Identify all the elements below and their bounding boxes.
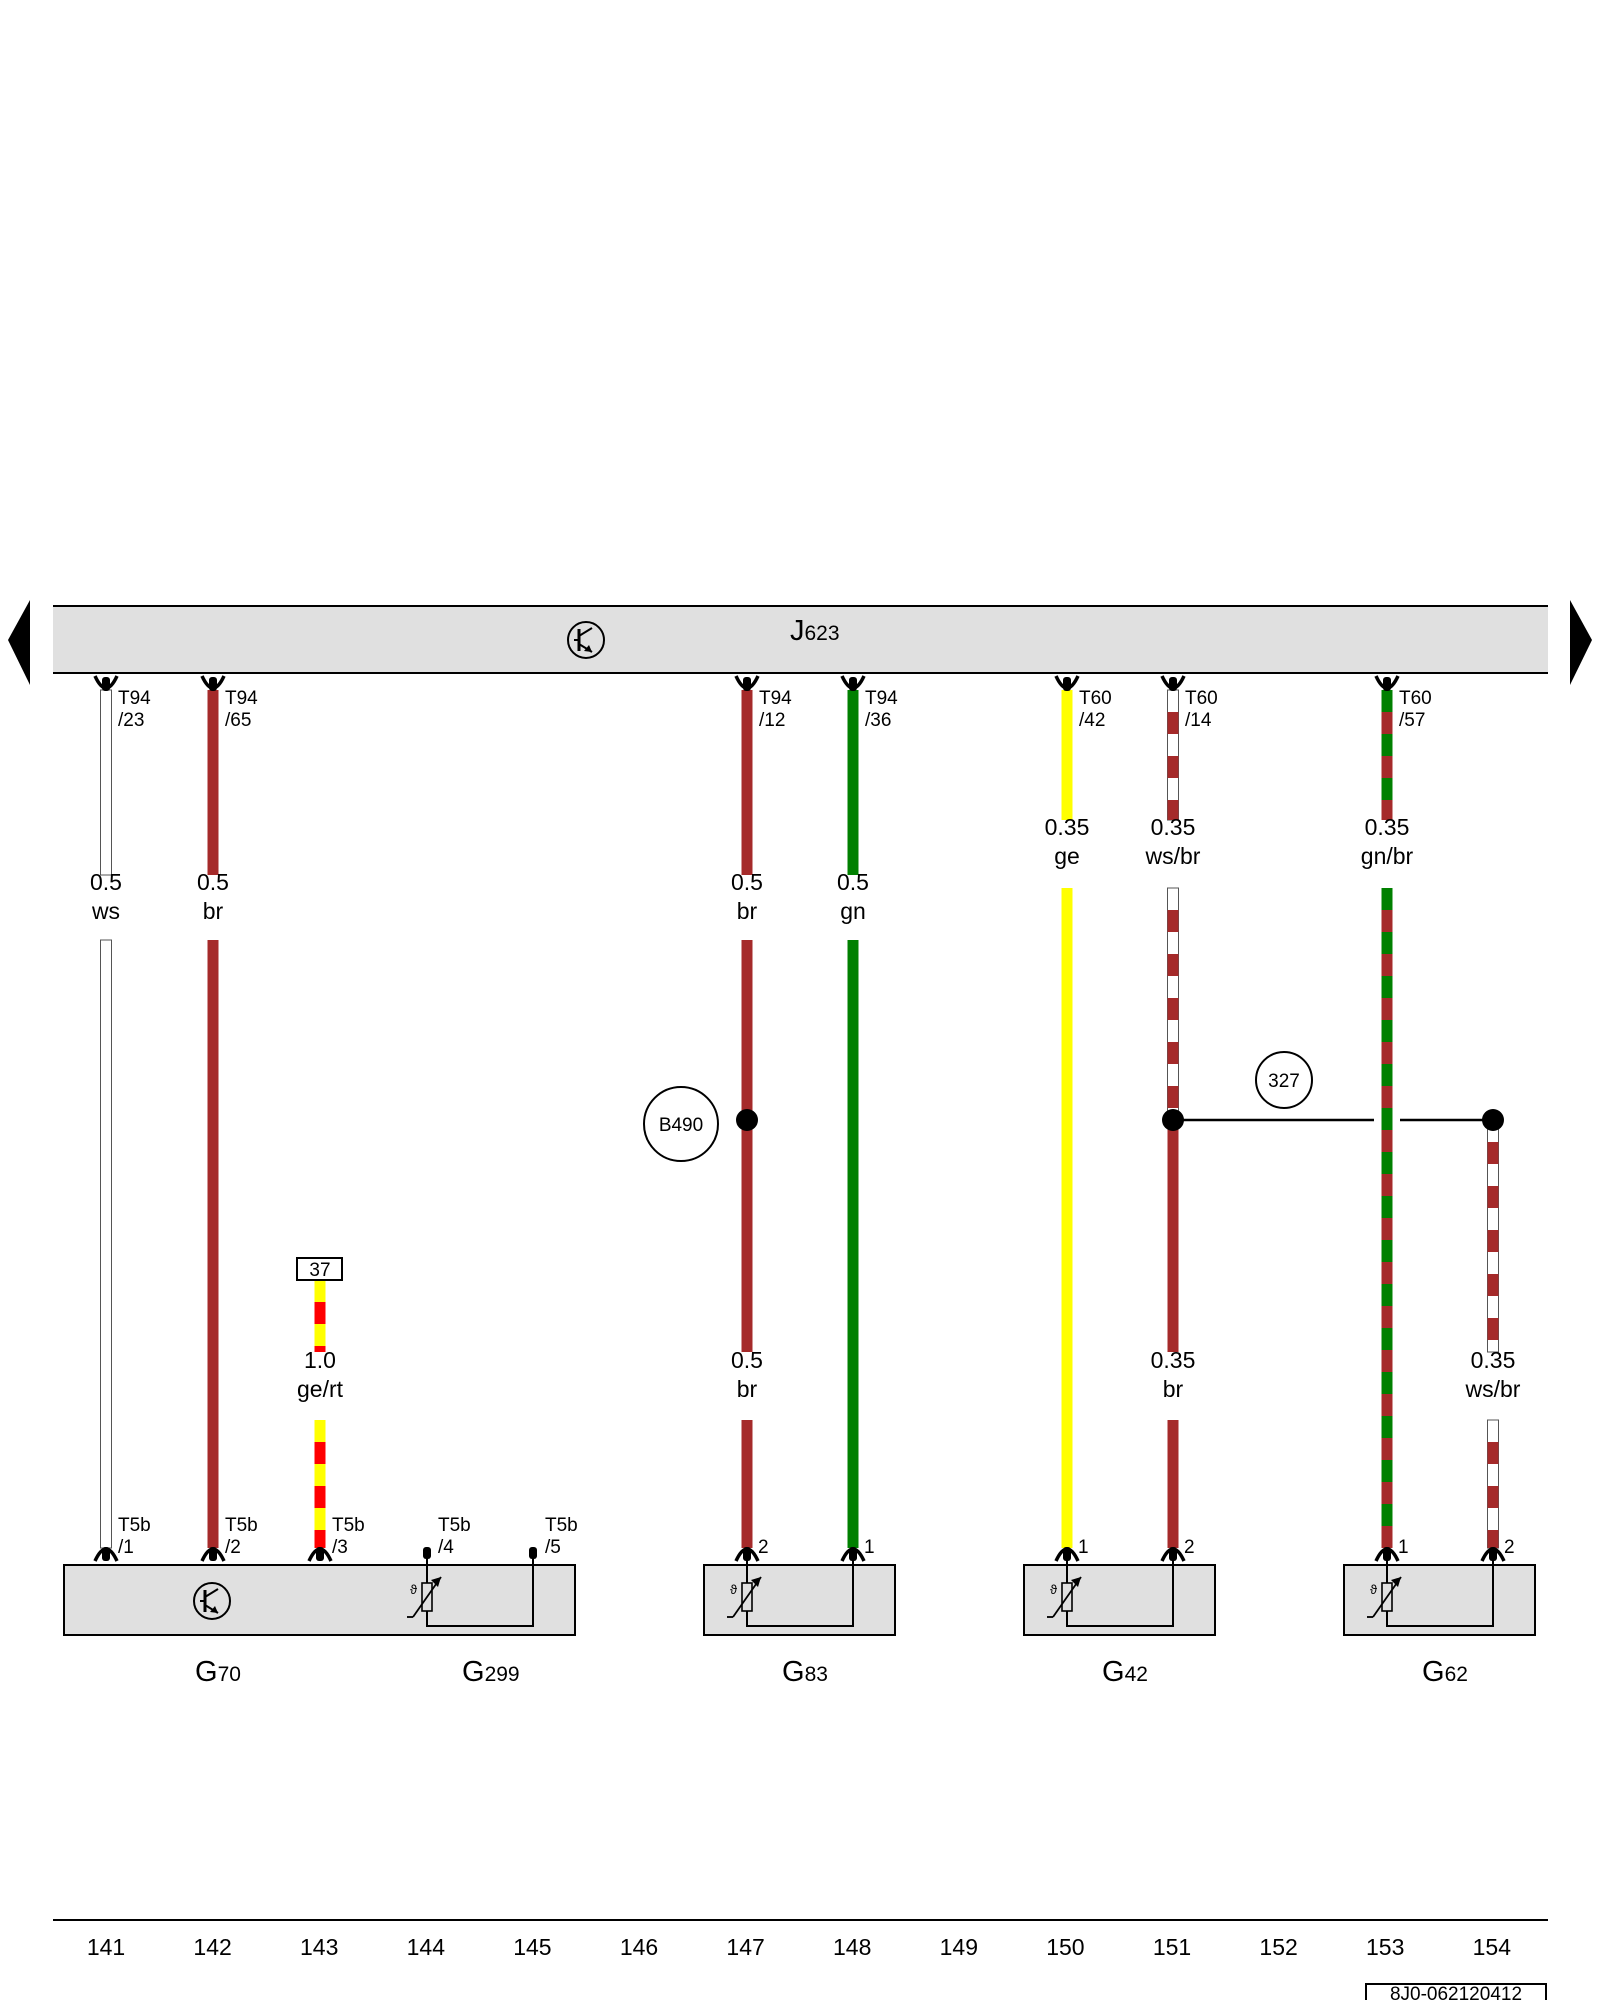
wire-color-label: br (737, 1376, 758, 1402)
wire-color-label: ws (91, 898, 120, 924)
control-unit-j623 (53, 606, 1548, 673)
thermistor-icon (726, 1560, 854, 1627)
splice-dot-b490 (736, 1109, 758, 1131)
column-number: 152 (1259, 1934, 1297, 1960)
splice-dot-151 (1162, 1109, 1184, 1131)
top-pin-label: T60/14 (1185, 688, 1218, 731)
wire-size-label: 0.35 (1151, 1347, 1196, 1373)
bottom-pin-number: 2 (758, 1537, 769, 1558)
wire-148: 0.5 gn T94/36 1 (837, 675, 898, 1562)
wire-153: 0.35 gn/br T60/57 1 (1361, 675, 1432, 1562)
wire-color-label: ge (1054, 843, 1080, 869)
splice-dot-154 (1482, 1109, 1504, 1131)
component-label-g62: G62 (1422, 1656, 1468, 1688)
column-number: 149 (940, 1934, 978, 1960)
bottom-pin-number: 2 (1504, 1537, 1515, 1558)
reference-box-37-label: 37 (309, 1260, 330, 1281)
wire-size-label: 0.5 (731, 869, 763, 895)
wire-size-label: 0.35 (1045, 814, 1090, 840)
component-g42 (1023, 1564, 1216, 1636)
wire-color-label: gn (840, 898, 866, 924)
wire-147: 0.5 br 0.5 br T94/12 2 (731, 675, 792, 1562)
wire-size-label: 0.35 (1365, 814, 1410, 840)
wire-size-label: 0.35 (1151, 814, 1196, 840)
column-number: 141 (87, 1934, 125, 1960)
column-number: 153 (1366, 1934, 1404, 1960)
component-label-g299: G299 (462, 1656, 520, 1688)
reference-box-37 (296, 1257, 343, 1281)
component-g62 (1343, 1564, 1536, 1636)
wire-color-label: ge/rt (297, 1376, 344, 1402)
wire-150: 0.35 ge T60/42 1 (1045, 675, 1112, 1562)
column-number: 151 (1153, 1934, 1191, 1960)
svg-text:J623: J623 (790, 615, 840, 647)
component-g83 (703, 1564, 896, 1636)
splice-b490-circle (643, 1086, 719, 1162)
wire-color-label: br (737, 898, 758, 924)
top-pin-label: T94/36 (865, 688, 898, 731)
component-label-g83: G83 (782, 1656, 828, 1688)
top-pin-label: T60/57 (1399, 688, 1432, 731)
bottom-pin-number: 2 (1184, 1537, 1195, 1558)
document-id: 8J0-062120412 (1390, 1984, 1522, 2000)
wire-size-label: 1.0 (304, 1347, 336, 1373)
ref-327-label: 327 (1268, 1071, 1300, 1092)
wire-color-label: br (203, 898, 224, 924)
control-unit-number: 623 (805, 622, 840, 645)
next-page-button[interactable] (1570, 600, 1592, 685)
column-number: 150 (1046, 1934, 1084, 1960)
component-label-g70: G70 (195, 1656, 241, 1688)
thermistor-icon (1046, 1560, 1174, 1627)
wire-size-label: 0.5 (731, 1347, 763, 1373)
column-number: 145 (513, 1934, 551, 1960)
column-number: 144 (407, 1934, 446, 1960)
column-number: 142 (193, 1934, 231, 1960)
component-g70-g299 (63, 1564, 576, 1636)
wire-color-label: gn/br (1361, 843, 1414, 869)
wire-size-label: 0.5 (90, 869, 122, 895)
top-pin-label: T94/12 (759, 688, 792, 731)
ref-327-circle (1255, 1051, 1313, 1109)
bottom-pin-number: 1 (1078, 1537, 1089, 1558)
pin-label-t5b-5: T5b/5 (545, 1515, 578, 1558)
top-pin-label: T94/23 (118, 688, 151, 731)
bottom-pin-label: T5b/2 (225, 1515, 258, 1558)
column-number: 148 (833, 1934, 871, 1960)
bottom-pin-label: T5b/3 (332, 1515, 365, 1558)
document-id-box (1365, 1983, 1547, 2000)
bottom-pin-number: 1 (1398, 1537, 1409, 1558)
column-number: 143 (300, 1934, 338, 1960)
thermistor-icon (1366, 1560, 1494, 1627)
column-number: 147 (726, 1934, 764, 1960)
wire-size-label: 0.35 (1471, 1347, 1516, 1373)
column-number: 154 (1473, 1934, 1512, 1960)
prev-page-button[interactable] (8, 600, 30, 685)
pin-t5b-5 (529, 1547, 537, 1559)
wire-color-label: br (1163, 1376, 1184, 1402)
wire-size-label: 0.5 (197, 869, 229, 895)
column-number: 146 (620, 1934, 658, 1960)
wire-154: 0.35 ws/br 2 (1465, 1119, 1521, 1562)
bottom-pin-label: T5b/1 (118, 1515, 151, 1558)
wire-color-label: ws/br (1145, 843, 1201, 869)
top-pin-label: T60/42 (1079, 688, 1112, 731)
wire-size-label: 0.5 (837, 869, 869, 895)
wire-151: 0.35 ws/br 0.35 br T60/14 2 (1145, 675, 1218, 1562)
pin-label-t5b-4: T5b/4 (438, 1515, 471, 1558)
top-pin-label: T94/65 (225, 688, 258, 731)
pin-t5b-4 (423, 1547, 431, 1559)
bottom-pin-number: 1 (864, 1537, 875, 1558)
component-label-g42: G42 (1102, 1656, 1148, 1688)
splice-b490-label: B490 (659, 1115, 703, 1136)
control-unit-code: J (790, 615, 805, 647)
wire-color-label: ws/br (1465, 1376, 1521, 1402)
column-numbers: 141 142 143 144 145 146 147 148 149 150 151 152 153 1… (87, 1934, 1511, 1960)
